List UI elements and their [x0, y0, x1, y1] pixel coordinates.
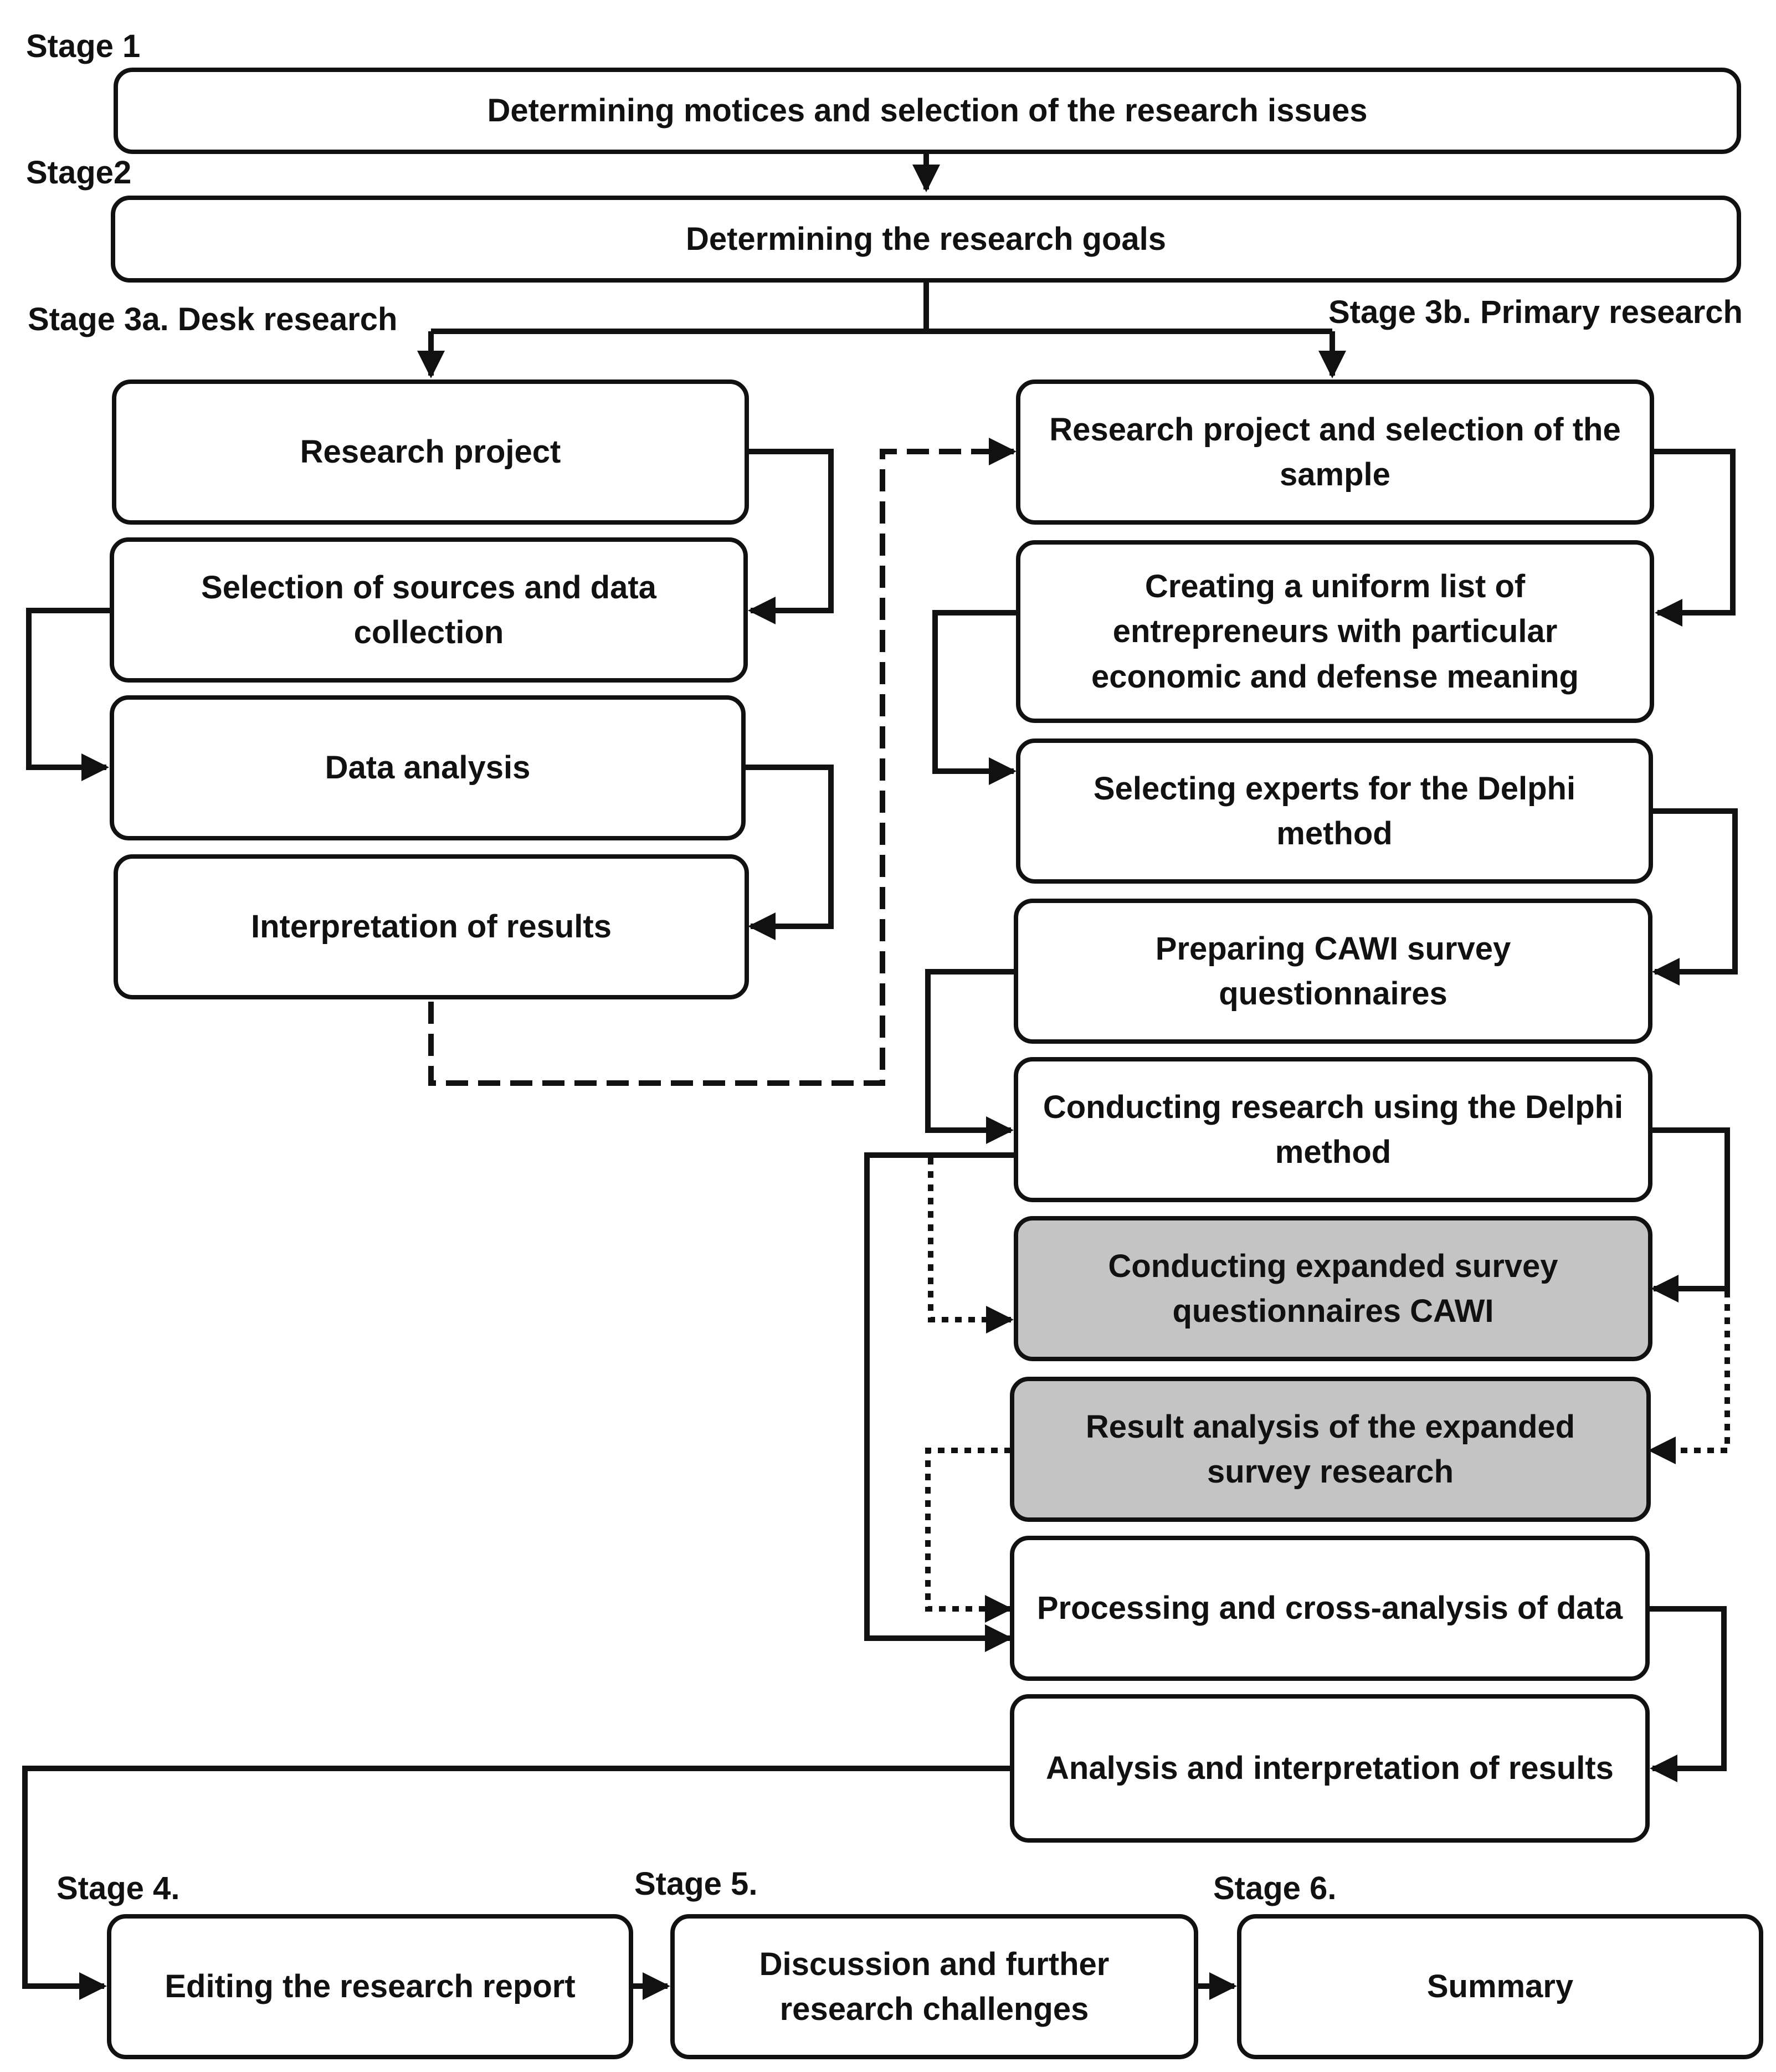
arrow-desk-project-to-sources	[747, 449, 834, 624]
summary-box: Summary	[1237, 1914, 1763, 2059]
report-box: Editing the research report	[107, 1914, 633, 2059]
stage-3b-label: Stage 3b. Primary research	[1328, 294, 1743, 330]
arrow-interpretation-to-report	[22, 1766, 1010, 2000]
arrow-prim-processing-to-interpretation	[1650, 1606, 1727, 1782]
desk-sources-box: Selection of sources and data collection	[110, 537, 748, 683]
arrow-prim-delphi-to-cawi-expanded	[1651, 1127, 1730, 1302]
prim-interpretation-box: Analysis and interpretation of results	[1010, 1694, 1650, 1843]
arrow-prim-project-to-list	[1654, 449, 1736, 627]
arrow-prim-experts-to-cawi-prep	[1652, 808, 1738, 986]
dotted-delphi-to-cawi-expanded	[928, 1158, 1014, 1334]
prim-processing-box: Processing and cross-analysis of data	[1010, 1536, 1650, 1681]
dotted-cawi-expanded-to-result-analysis	[1648, 1291, 1730, 1464]
prim-uniform-list-box: Creating a uniform list of entrepreneurs…	[1016, 540, 1654, 723]
discussion-box: Discussion and further research challeng…	[670, 1914, 1198, 2059]
prim-delphi-box: Conducting research using the Delphi met…	[1014, 1057, 1652, 1202]
stage-4-label: Stage 4.	[57, 1870, 180, 1906]
prim-cawi-expanded-box: Conducting expanded survey questionnaire…	[1014, 1216, 1652, 1361]
prim-cawi-prep-box: Preparing CAWI survey questionnaires	[1014, 899, 1652, 1044]
dashed-link-desk-to-primary	[428, 438, 1017, 1086]
desk-interpretation-box: Interpretation of results	[114, 854, 749, 999]
desk-data-analysis-box: Data analysis	[110, 695, 746, 840]
stage-2-label: Stage2	[26, 155, 132, 191]
motives-box: Determining motices and selection of the…	[114, 68, 1741, 154]
prim-experts-box: Selecting experts for the Delphi method	[1016, 738, 1653, 884]
split-connector	[431, 283, 1332, 334]
arrow-desk-sources-to-analysis	[26, 608, 111, 781]
arrow-prim-list-to-experts	[932, 610, 1017, 785]
arrow-prim-delphi-to-processing	[864, 1152, 1014, 1652]
dotted-result-analysis-to-processing	[925, 1448, 1013, 1623]
stage-1-label: Stage 1	[26, 28, 141, 64]
stage-6-label: Stage 6.	[1213, 1870, 1337, 1906]
desk-research-project-box: Research project	[112, 379, 749, 525]
stage-5-label: Stage 5.	[634, 1866, 758, 1902]
goals-box: Determining the research goals	[111, 196, 1741, 283]
prim-research-project-box: Research project and selection of the sa…	[1016, 379, 1654, 525]
arrow-desk-analysis-to-interpretation	[742, 765, 834, 940]
prim-result-analysis-box: Result analysis of the expanded survey r…	[1010, 1377, 1651, 1522]
stage-3a-label: Stage 3a. Desk research	[28, 301, 398, 337]
arrow-prim-cawi-prep-to-delphi	[925, 969, 1014, 1144]
